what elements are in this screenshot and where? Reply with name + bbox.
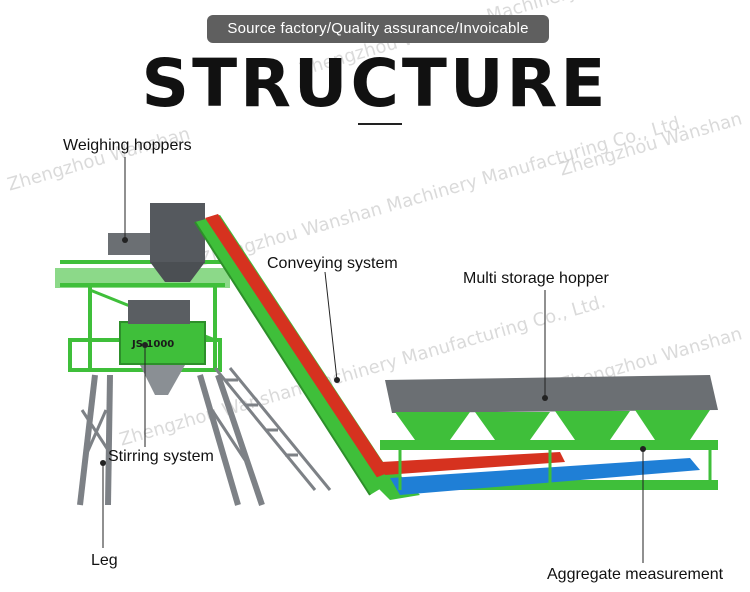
plant-legs [77,374,265,506]
label-conveying-system: Conveying system [267,255,398,272]
label-leg: Leg [91,552,118,569]
label-weighing-hoppers: Weighing hoppers [63,137,192,154]
storage-hoppers [380,375,718,495]
header-banner: Source factory/Quality assurance/Invoica… [207,15,549,43]
top-platform [55,268,230,288]
weighing-hoppers [108,203,205,282]
mixer-plate: JS 1000 [131,339,174,350]
label-stirring-system: Stirring system [108,448,214,465]
stairs [213,367,332,491]
mixer: JS 1000 [119,300,206,395]
callout-lines [102,157,644,563]
label-aggregate-measurement: Aggregate measurement [547,566,724,583]
title-underline [358,123,402,125]
callout-dots [100,237,646,466]
label-multi-storage-hopper: Multi storage hopper [463,270,609,287]
page-title: STRUCTURE [141,45,609,122]
